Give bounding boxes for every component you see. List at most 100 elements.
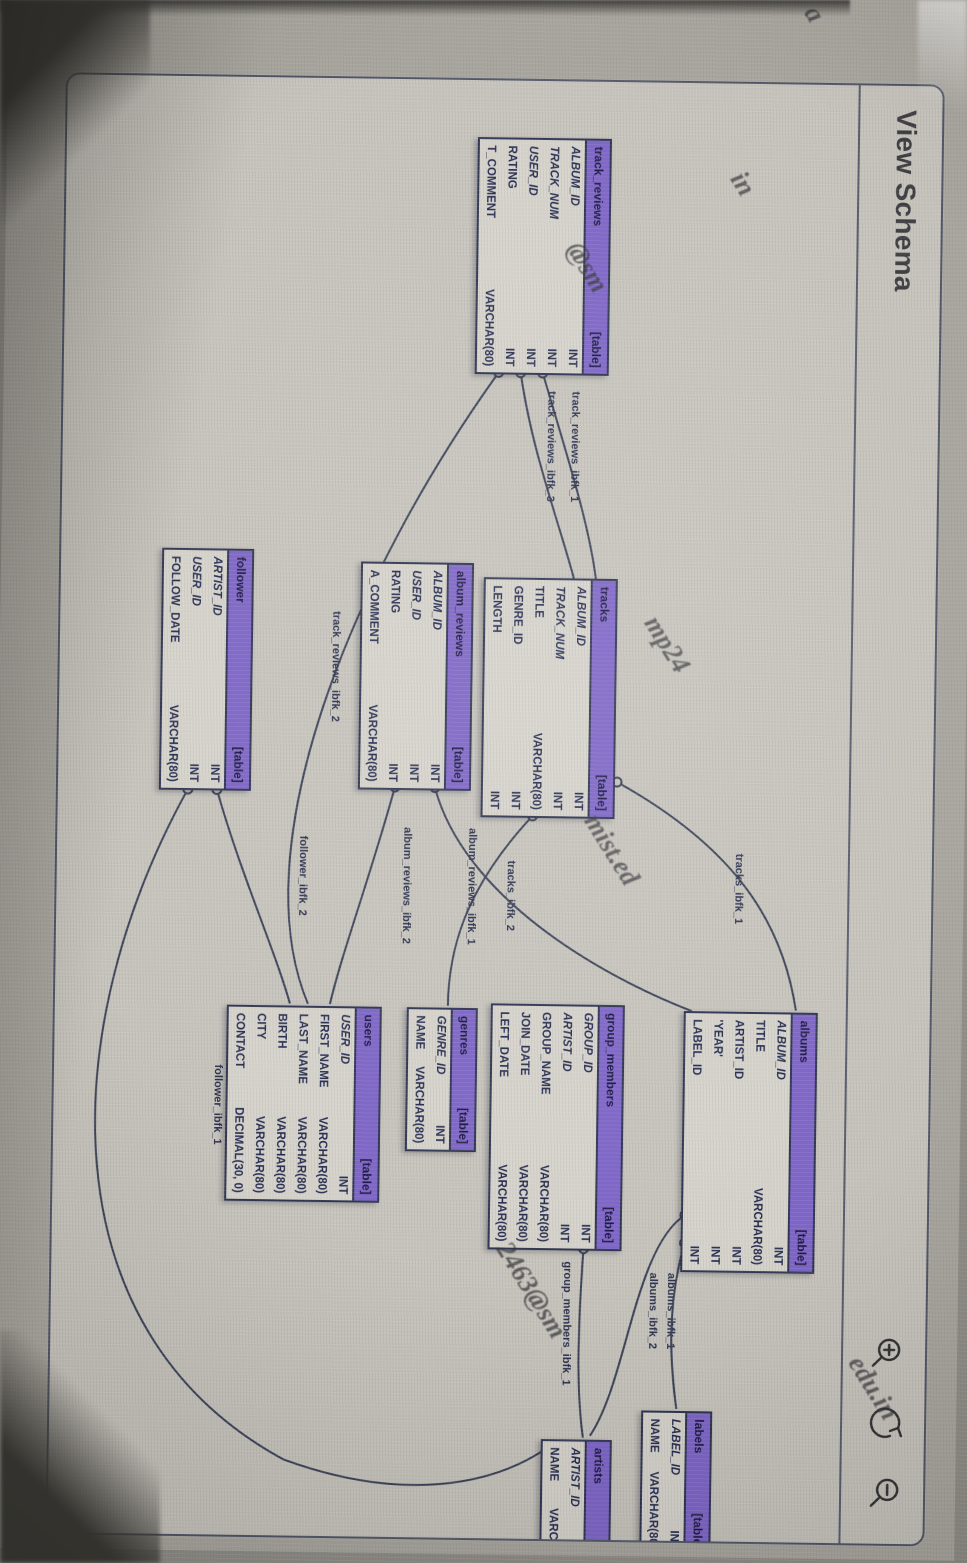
field-row: LEFT_DATE VARCHAR(80): [490, 1005, 514, 1247]
field-row: CONTACT DECIMAL(30, 0): [226, 1007, 250, 1199]
table-labels[interactable]: labels [table] LABEL_ID INT NAME VARCHAR…: [639, 1410, 713, 1544]
table-header: artists [table]: [582, 1441, 610, 1544]
table-header: group_members [table]: [594, 1006, 623, 1250]
edge-album_reviews_ibfk_2: [328, 786, 396, 1005]
field-type: VARCHAR(80): [273, 1116, 287, 1194]
field-type: VARCHAR(80): [165, 704, 180, 782]
field-name: TITLE: [753, 1019, 766, 1053]
field-type: INT: [508, 791, 521, 810]
edge-group_members_ibfk_1: [577, 1248, 585, 1438]
field-name: BIRTH: [275, 1013, 288, 1049]
zoom-out-button[interactable]: [861, 1470, 908, 1517]
field-row: NAME VARCHAR(80): [641, 1412, 664, 1544]
field-name: RATING: [388, 569, 401, 614]
field-name: ARTIST_ID: [210, 556, 224, 616]
field-type: INT: [729, 1246, 742, 1265]
field-type: VARCHAR(80): [494, 1164, 508, 1242]
edge-follower_ibfk_1: [94, 788, 557, 1486]
field-row: GENRE_ID INT: [428, 1009, 451, 1149]
field-name: USER_ID: [189, 556, 203, 607]
table-tag: [table]: [359, 1158, 374, 1195]
field-row: LAST_NAME VARCHAR(80): [289, 1008, 313, 1200]
edge-label: track_reviews_ibfk_3: [544, 391, 558, 502]
field-type: INT: [544, 348, 558, 368]
field-name: RATING: [505, 145, 518, 189]
field-name: USER_ID: [338, 1014, 351, 1065]
field-type: INT: [687, 1245, 700, 1265]
table-tracks[interactable]: tracks [table] ALBUM_ID INT TRACK_NUM IN…: [480, 577, 618, 820]
table-tag: [table]: [455, 1107, 471, 1145]
field-type: VARCHAR(80): [750, 1187, 764, 1266]
field-row: TRACK_NUM INT: [540, 140, 564, 373]
field-name: GROUP_NAME: [538, 1012, 552, 1095]
field-row: TRACK_NUM INT: [546, 580, 570, 816]
magnifier-minus-icon: [869, 1478, 899, 1507]
table-fields: ALBUM_ID INT TRACK_NUM INT TITLE VARCHAR…: [483, 579, 591, 816]
field-type: INT: [565, 348, 579, 368]
table-group_members[interactable]: group_members [table] GROUP_ID INT ARTIS…: [487, 1003, 625, 1252]
table-tag: [table]: [601, 1206, 617, 1244]
table-albums[interactable]: albums [table] ALBUM_ID INT TITLE VARCHA…: [680, 1011, 818, 1274]
field-name: JOIN_DATE: [517, 1011, 531, 1076]
table-fields: ARTIST_ID INT NAME VARCHAR(80): [541, 1441, 585, 1543]
field-name: USER_ID: [526, 145, 539, 196]
field-row: FIRST_NAME VARCHAR(80): [310, 1008, 334, 1200]
table-name: labels: [691, 1419, 707, 1454]
field-name: LAST_NAME: [295, 1013, 309, 1085]
field-row: RATING INT: [498, 139, 522, 372]
edge-tracks_ibfk_1: [616, 781, 797, 1011]
dialog-toolbar: [861, 1330, 910, 1517]
field-type: INT: [708, 1245, 721, 1265]
field-type: VARCHAR(80): [536, 1164, 550, 1243]
field-row: GROUP_NAME VARCHAR(80): [532, 1006, 556, 1248]
table-genres[interactable]: genres [table] GENRE_ID INT NAME VARCHAR…: [404, 1007, 478, 1153]
view-schema-dialog: View Schema: [45, 72, 945, 1547]
field-row: A_COMMENT VARCHAR(80): [360, 563, 384, 787]
field-name: ARTIST_ID: [559, 1012, 573, 1072]
magnifier-plus-icon: [871, 1338, 901, 1367]
table-album_reviews[interactable]: album_reviews [table] ALBUM_ID INT USER_…: [357, 561, 475, 792]
dialog-title: View Schema: [888, 109, 923, 293]
field-row: USER_ID INT: [402, 564, 426, 788]
diagram-canvas[interactable]: track_reviews_ibfk_1 track_reviews_ibfk_3…: [47, 74, 859, 1544]
table-name: album_reviews: [452, 570, 468, 658]
field-name: USER_ID: [409, 570, 422, 621]
field-name: GROUP_ID: [580, 1012, 594, 1073]
field-type: INT: [523, 348, 537, 367]
edge-label: tracks_ibfk_2: [504, 861, 517, 931]
field-name: ALBUM_ID: [773, 1020, 787, 1080]
table-track_reviews[interactable]: track_reviews [table] ALBUM_ID INT TRACK…: [474, 137, 612, 376]
field-type: VARCHAR(80): [315, 1116, 329, 1195]
edge-label: track_reviews_ibfk_1: [568, 391, 582, 502]
table-users[interactable]: users [table] USER_ID INT FIRST_NAME VAR…: [224, 1004, 382, 1203]
field-name: TRACK_NUM: [546, 146, 560, 220]
field-row: TITLE VARCHAR(80): [525, 580, 549, 816]
edge-label: album_reviews_ibfk_2: [400, 827, 414, 944]
field-type: INT: [186, 763, 200, 783]
edge-tracks_ibfk_2: [446, 815, 534, 1006]
table-fields: USER_ID INT FIRST_NAME VARCHAR(80) LAST_…: [226, 1007, 355, 1201]
edge-label: track_reviews_ibfk_2: [329, 611, 343, 722]
field-type: INT: [487, 790, 500, 810]
field-name: A_COMMENT: [366, 569, 380, 644]
zoom-in-button[interactable]: [863, 1330, 910, 1377]
field-row: ARTIST_ID INT: [203, 550, 227, 788]
field-row: TITLE VARCHAR(80): [745, 1014, 770, 1271]
field-row: JOIN_DATE VARCHAR(80): [511, 1006, 535, 1248]
table-artists[interactable]: artists [table] ARTIST_ID INT NAME VARCH…: [538, 1439, 612, 1544]
field-name: NAME: [547, 1447, 560, 1482]
field-row: GROUP_ID INT: [574, 1007, 598, 1249]
field-row: ALBUM_ID INT: [423, 564, 447, 788]
table-follower[interactable]: follower [table] ARTIST_ID INT USER_ID I…: [158, 547, 255, 791]
field-name: NAME: [413, 1015, 426, 1050]
field-row: CITY VARCHAR(80): [247, 1007, 271, 1199]
field-type: DECIMAL(30, 0): [231, 1107, 245, 1193]
field-name: ARTIST_ID: [567, 1447, 581, 1507]
reset-view-button[interactable]: [862, 1400, 909, 1447]
table-tag: [table]: [450, 746, 466, 783]
edge-track_reviews_ibfk_3: [519, 372, 575, 579]
field-type: INT: [336, 1175, 349, 1195]
edge-label: tracks_ibfk_1: [732, 854, 745, 924]
field-name: ALBUM_ID: [573, 586, 587, 647]
